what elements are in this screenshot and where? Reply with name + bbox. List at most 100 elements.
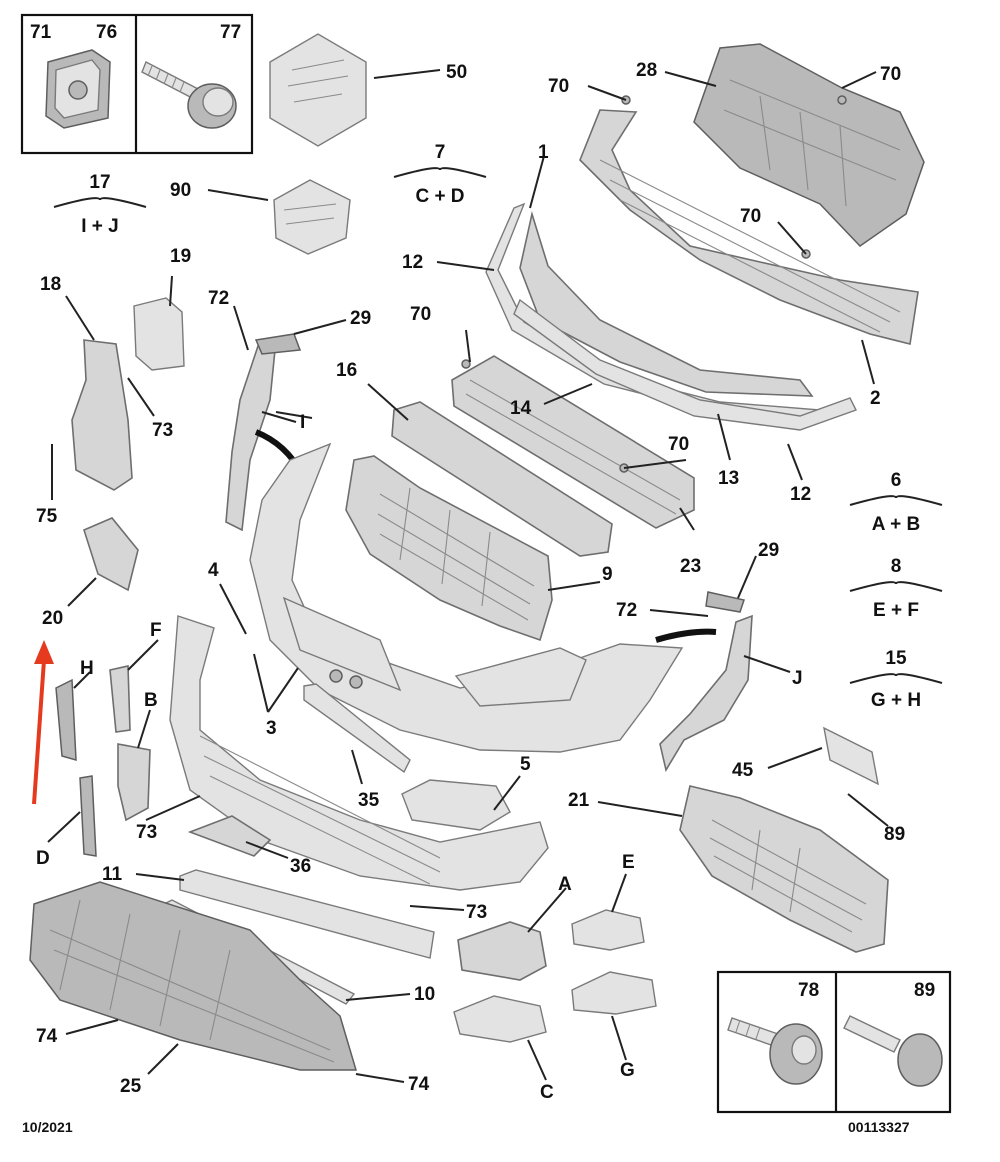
part-labels: 50 90 70 28 70 1 70 12 2 14 13 12 70 70 … — [36, 60, 905, 1103]
part-20-fog-bracket — [83, 517, 139, 592]
label-70-e: 70 — [410, 304, 431, 325]
label-70-a: 70 — [548, 76, 569, 97]
svg-text:15: 15 — [885, 648, 907, 669]
part-G-bezel — [571, 971, 657, 1015]
label-23: 23 — [680, 556, 701, 577]
label-20: 20 — [42, 608, 63, 629]
label-74-b: 74 — [408, 1074, 430, 1095]
svg-text:C + D: C + D — [415, 186, 464, 207]
part-C-bezel — [453, 995, 547, 1043]
label-29-b: 29 — [758, 540, 779, 561]
label-73-a: 73 — [152, 420, 173, 441]
part-9-lower-grille — [345, 455, 553, 642]
part-I-left-bracket — [225, 338, 277, 532]
inset-label-77: 77 — [220, 22, 241, 43]
svg-text:17: 17 — [89, 172, 110, 193]
label-19: 19 — [170, 246, 191, 267]
flange-bolt-icon — [141, 61, 237, 129]
label-50: 50 — [446, 62, 467, 83]
label-28: 28 — [636, 60, 657, 81]
part-21-right-grille — [679, 785, 889, 953]
label-12-a: 12 — [402, 252, 423, 273]
label-75: 75 — [36, 506, 58, 527]
edge-seal-right — [655, 628, 717, 643]
label-72-a: 72 — [208, 288, 229, 309]
part-16-absorber — [391, 401, 613, 557]
label-73-c: 73 — [466, 902, 487, 923]
part-72-clip-left — [254, 333, 302, 355]
label-I: I — [300, 412, 305, 433]
label-H: H — [80, 658, 94, 679]
part-72-clip-right — [705, 591, 745, 613]
label-4: 4 — [208, 560, 219, 581]
inset-label-76: 76 — [96, 22, 117, 43]
part-3-bumper-cover — [249, 442, 684, 753]
label-B: B — [144, 690, 158, 711]
label-14: 14 — [510, 398, 532, 419]
svg-text:G + H: G + H — [871, 690, 921, 711]
label-29-a: 29 — [350, 308, 371, 329]
highlight-arrow — [32, 640, 54, 805]
footer-date: 10/2021 — [22, 1119, 73, 1135]
label-11: 11 — [102, 864, 123, 885]
group-8: 8 E + F — [849, 556, 943, 621]
stud-bolt-icon — [727, 1017, 823, 1085]
svg-text:8: 8 — [891, 556, 902, 577]
part-45-plate — [823, 726, 879, 786]
label-12-b: 12 — [790, 484, 811, 505]
fastener-inset-bottom: 78 89 — [716, 970, 952, 1114]
part-A-bezel — [457, 921, 547, 981]
part-F-trim — [109, 665, 131, 733]
bolt-70-b — [837, 95, 847, 105]
label-1: 1 — [538, 142, 549, 163]
inset-label-71: 71 — [30, 22, 52, 43]
part-D-trim — [79, 775, 97, 857]
part-B-trim — [117, 743, 151, 822]
parts — [29, 33, 925, 1071]
label-D: D — [36, 848, 50, 869]
group-formulas: 17 I + J 7 C + D 6 A + B 8 E + F 15 G + … — [53, 142, 943, 711]
part-35-grille — [303, 683, 411, 774]
group-15: 15 G + H — [849, 648, 943, 711]
label-35: 35 — [358, 790, 380, 811]
part-3-lower-bumper — [169, 615, 549, 891]
label-2: 2 — [870, 388, 881, 409]
part-11-strip — [179, 869, 435, 959]
label-3: 3 — [266, 718, 277, 739]
label-13: 13 — [718, 468, 739, 489]
part-E-bezel — [571, 909, 645, 951]
label-C: C — [540, 1082, 554, 1103]
label-16: 16 — [336, 360, 357, 381]
svg-text:6: 6 — [891, 470, 902, 491]
part-H-trim — [55, 678, 77, 762]
leader-lines — [47, 69, 889, 1083]
group-6: 6 A + B — [849, 470, 943, 535]
label-G: G — [620, 1060, 635, 1081]
part-19-left-guide — [133, 297, 185, 371]
part-18-left-guide — [71, 339, 133, 491]
label-25: 25 — [120, 1076, 142, 1097]
label-J: J — [792, 668, 803, 689]
part-5-fog-surround — [401, 779, 511, 831]
label-10: 10 — [414, 984, 435, 1005]
svg-text:A + B: A + B — [872, 514, 920, 535]
part-25-undertray — [29, 881, 358, 1071]
footer-reference: 00113327 — [848, 1119, 910, 1135]
label-F: F — [150, 620, 162, 641]
part-14-upper-panel — [519, 210, 814, 397]
label-18: 18 — [40, 274, 61, 295]
inset-label-78: 78 — [798, 980, 819, 1001]
part-13-lower-strip — [513, 298, 857, 431]
label-45: 45 — [732, 760, 754, 781]
label-70-d: 70 — [668, 434, 689, 455]
part-50-module — [269, 33, 367, 147]
label-9: 9 — [602, 564, 613, 585]
label-89: 89 — [884, 824, 905, 845]
svg-text:E + F: E + F — [873, 600, 919, 621]
part-1-grille — [579, 109, 919, 345]
label-74-a: 74 — [36, 1026, 58, 1047]
part-36-bracket — [187, 815, 272, 857]
label-70-b: 70 — [880, 64, 901, 85]
clip-nut-icon — [45, 49, 111, 129]
